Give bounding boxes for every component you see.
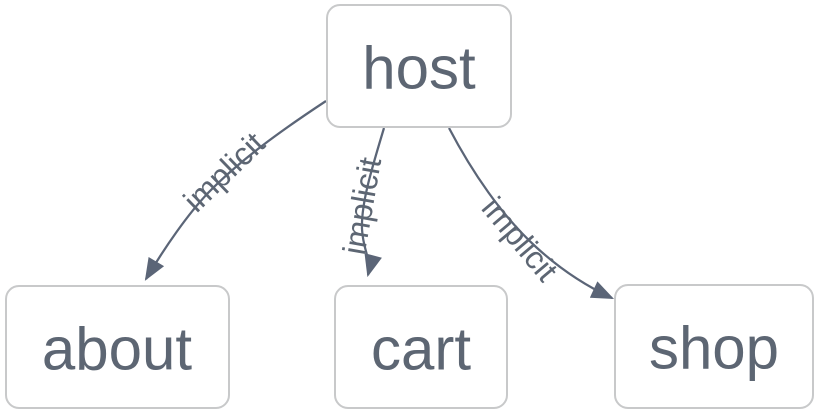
node-cart-box bbox=[334, 285, 508, 409]
edge-group: implicit implicit implicit bbox=[144, 100, 615, 300]
node-shop-box bbox=[614, 284, 814, 409]
node-host: host bbox=[326, 4, 512, 128]
node-host-label: host bbox=[362, 35, 476, 102]
node-about-box bbox=[5, 285, 230, 409]
edge-host-cart-label: implicit bbox=[336, 155, 388, 258]
node-shop-label: shop bbox=[649, 315, 779, 382]
node-host-box bbox=[326, 4, 512, 128]
node-cart: cart bbox=[334, 285, 508, 409]
node-about-label: about bbox=[42, 316, 192, 383]
node-cart-label: cart bbox=[371, 316, 471, 383]
edge-host-shop bbox=[448, 127, 615, 300]
edge-host-about-label: implicit bbox=[176, 125, 271, 219]
node-about: about bbox=[5, 285, 230, 409]
edge-host-shop-label: implicit bbox=[475, 190, 566, 288]
node-shop: shop bbox=[614, 284, 814, 409]
edge-host-cart bbox=[360, 127, 386, 278]
edge-host-about bbox=[144, 100, 327, 281]
